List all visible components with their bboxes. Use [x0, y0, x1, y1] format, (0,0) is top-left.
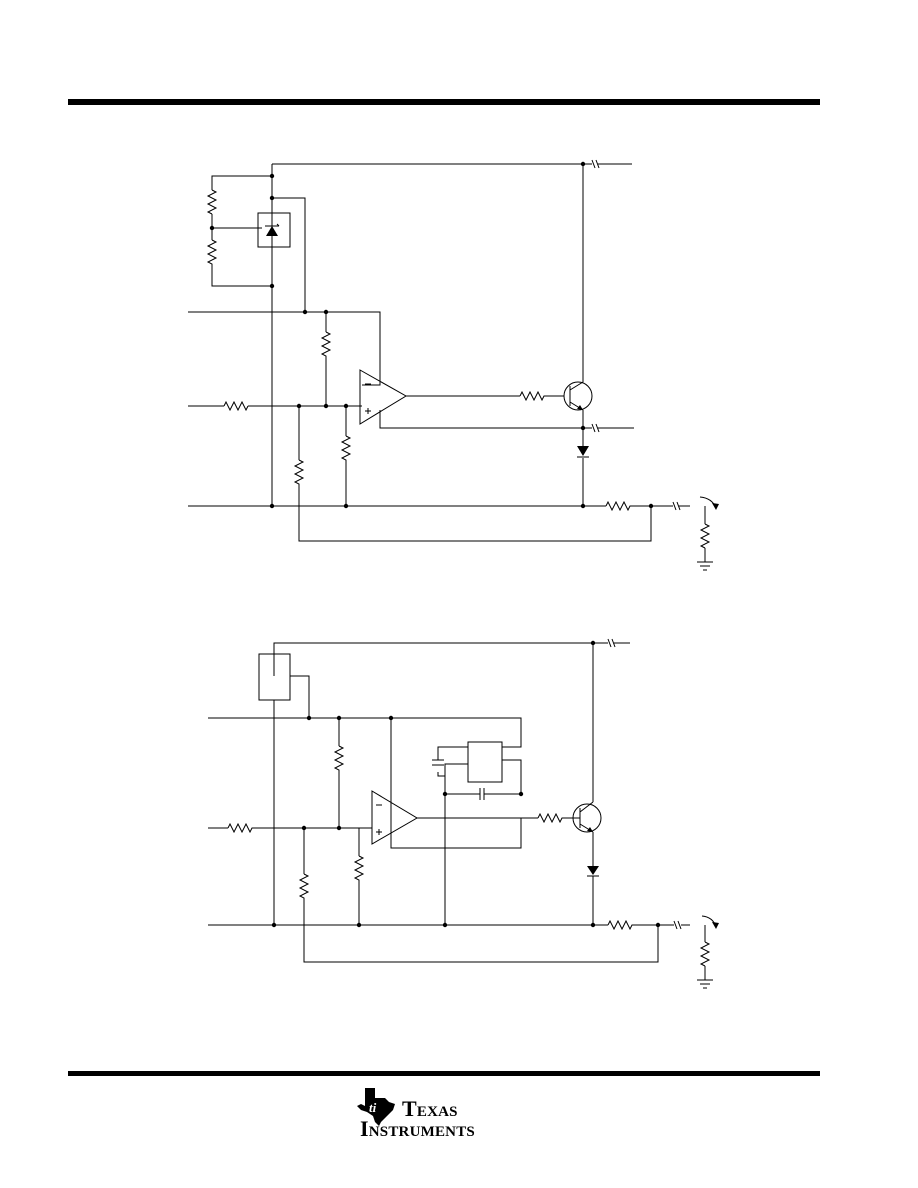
junction-dots — [209, 161, 654, 509]
transistor-1 — [563, 381, 593, 411]
reference-ic — [257, 212, 291, 248]
resistor-r2 — [298, 873, 310, 904]
transistor-2 — [572, 801, 602, 833]
resistor-r1 — [206, 189, 218, 215]
op-amp-2 — [371, 790, 418, 845]
resistor-base — [519, 390, 546, 402]
wires — [208, 642, 706, 980]
logo-text-line2: Instruments — [360, 1116, 475, 1141]
schematic-1 — [188, 159, 719, 571]
texas-state-icon: ti — [357, 1088, 395, 1126]
resistor-load — [699, 941, 711, 967]
resistor-sense — [605, 500, 632, 512]
junction-dots — [271, 640, 661, 928]
regulator-ic — [258, 653, 291, 701]
wires — [188, 163, 706, 562]
texas-instruments-logo: ti Texas Instruments — [355, 1086, 520, 1142]
timer-ic — [467, 741, 503, 783]
resistor-r4 — [293, 459, 305, 490]
current-arrow-1 — [699, 496, 719, 510]
capacitor-c1 — [432, 759, 444, 766]
resistor-r5 — [340, 435, 352, 466]
break-marks — [591, 159, 681, 511]
diode-2 — [587, 866, 599, 877]
footer-rule — [68, 1071, 820, 1076]
svg-text:ti: ti — [369, 1100, 377, 1115]
resistor-load — [699, 523, 711, 549]
resistor-sense — [607, 919, 634, 931]
resistor-input — [227, 822, 254, 834]
current-arrow-2 — [701, 915, 719, 929]
resistor-r2 — [206, 239, 218, 266]
ground-1 — [697, 561, 713, 571]
op-amp-1 — [359, 369, 407, 425]
header-rule — [68, 99, 820, 105]
logo-text-line1: Texas — [402, 1096, 458, 1121]
resistor-r3 — [320, 331, 332, 360]
resistor-input — [223, 400, 249, 412]
resistor-r1 — [333, 745, 345, 776]
break-marks — [607, 638, 682, 930]
schematic-2 — [208, 638, 719, 989]
ground-2 — [697, 979, 713, 989]
diode-1 — [577, 446, 589, 458]
resistor-base — [537, 812, 564, 824]
resistor-r3 — [353, 855, 365, 886]
capacitor-c2 — [479, 788, 485, 800]
